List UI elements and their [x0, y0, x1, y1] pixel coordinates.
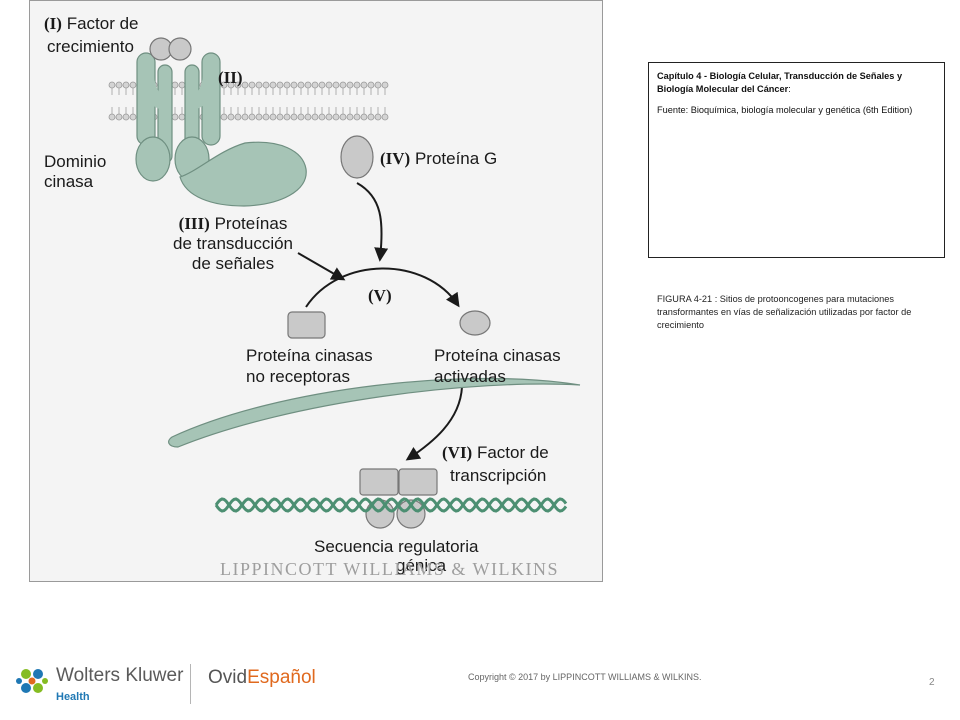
activated-kinases-label: Proteína cinasas: [434, 346, 561, 365]
transcription-factor-label-line2: transcripción: [450, 466, 547, 485]
health-text: Health: [56, 691, 90, 703]
nuclear-envelope: [168, 377, 581, 448]
nonreceptor-kinases-label: Proteína cinasas: [246, 346, 373, 365]
logo-divider: [190, 664, 191, 704]
wolters-kluwer-logo-icon: [16, 669, 48, 693]
wolters-kluwer-text: Wolters Kluwer: [56, 665, 184, 686]
transduction-proteins-label: (III) Proteínas: [178, 214, 288, 233]
transcription-factor-label: (VI) Factor de: [442, 443, 549, 462]
growth-factor-label-line2: crecimiento: [47, 37, 134, 56]
cell-membrane: [108, 81, 389, 121]
growth-factor: [149, 37, 192, 61]
regulatory-sequence-label: Secuencia regulatoria: [314, 537, 479, 556]
ovid-espanol-logo: OvidEspañol: [208, 667, 316, 689]
espanol-text: Español: [247, 667, 316, 688]
activated-kinase: [459, 310, 491, 336]
chapter-info-box: Capítulo 4 - Biología Celular, Transducc…: [648, 62, 945, 258]
figure-caption: FIGURA 4-21 : Sitios de protooncogenes p…: [657, 294, 912, 330]
g-protein-label: (IV) Proteína G: [380, 149, 498, 168]
footer-logos: Wolters Kluwer Health OvidEspañol: [14, 662, 334, 708]
g-protein: [340, 135, 374, 179]
receptor-label: (II): [218, 68, 243, 87]
kinase-domain-label: Dominio: [44, 152, 107, 171]
chapter-title: Capítulo 4 - Biología Celular, Transducc…: [657, 70, 936, 96]
kinase-step-label: (V): [368, 286, 392, 305]
kinase-domain-label-line2: cinasa: [44, 172, 94, 191]
signaling-diagram: (I) Factor de crecimiento (II) Dominio c…: [29, 0, 603, 582]
copyright-notice: Copyright © 2017 by LIPPINCOTT WILLIAMS …: [468, 672, 702, 682]
arrow-g-protein: [356, 182, 389, 262]
dna-helix: [214, 497, 568, 513]
source-text: Fuente: Bioquímica, biología molecular y…: [657, 105, 913, 115]
regulatory-sequence-label-line2: génica: [396, 556, 447, 575]
receptor-dimer: [135, 52, 307, 207]
activated-kinases-label-line2: activadas: [434, 367, 506, 386]
chapter-title-colon: :: [788, 84, 791, 94]
arrow-to-nucleus: [405, 386, 463, 461]
transcription-factor: [359, 468, 438, 529]
ovid-text: Ovid: [208, 667, 248, 688]
arrow-transduction: [297, 252, 346, 281]
diagram-graphics: [108, 37, 581, 529]
growth-factor-label: (I) Factor de: [44, 14, 139, 33]
page-number: 2: [929, 677, 935, 688]
transduction-proteins-label-line2: de transducción: [172, 234, 294, 253]
chapter-title-text: Capítulo 4 - Biología Celular, Transducc…: [657, 71, 903, 94]
arrow-kinase-activation: [305, 267, 460, 308]
transduction-proteins-label-line3: de señales: [191, 254, 275, 273]
nonreceptor-kinase: [287, 311, 326, 339]
nonreceptor-kinases-label-line2: no receptoras: [246, 367, 350, 386]
publisher-watermark: LIPPINCOTT WILLIAMS & WILKINS: [220, 559, 559, 579]
